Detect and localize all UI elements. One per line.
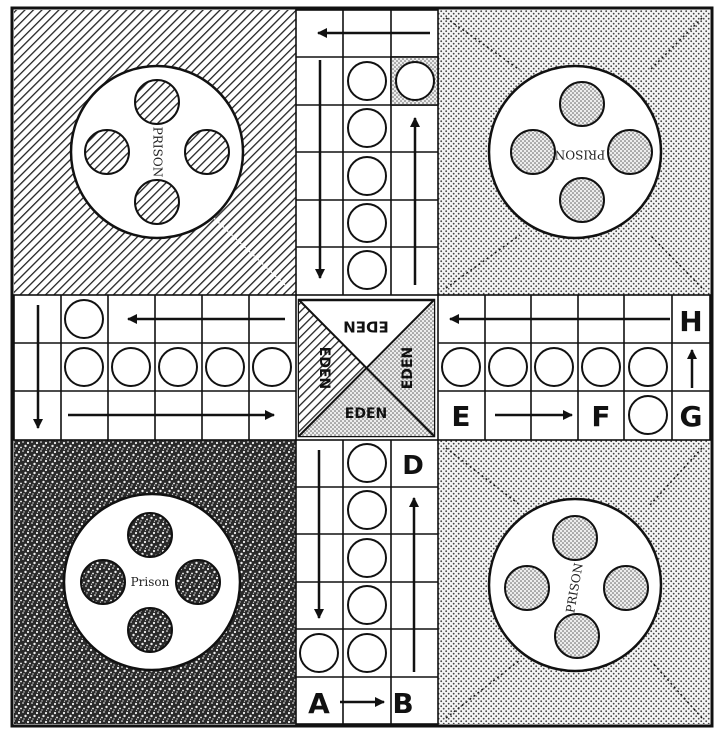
- prison-pocket[interactable]: [135, 80, 179, 124]
- top-right-corner: PRISON: [438, 10, 710, 295]
- track-circle[interactable]: [348, 586, 386, 624]
- space-label-g: G: [680, 400, 703, 433]
- track-circle[interactable]: [535, 348, 573, 386]
- track-circle[interactable]: [348, 251, 386, 289]
- prison-label: Prison: [131, 575, 170, 589]
- eden-label-top: EDEN: [343, 318, 389, 336]
- bottom-left-corner: Prison: [14, 440, 296, 724]
- prison-pocket[interactable]: [505, 566, 549, 610]
- track-circle[interactable]: [348, 539, 386, 577]
- track-circle[interactable]: [348, 491, 386, 529]
- prison-pocket[interactable]: [553, 516, 597, 560]
- eden-label-right: EDEN: [400, 347, 416, 389]
- prison-pocket[interactable]: [560, 82, 604, 126]
- track-circle[interactable]: [442, 348, 480, 386]
- prison-label: PRISON: [151, 127, 165, 177]
- track-circle[interactable]: [348, 109, 386, 147]
- space-label-a: A: [308, 687, 330, 720]
- prison-pocket[interactable]: [85, 130, 129, 174]
- prison-pocket[interactable]: [608, 130, 652, 174]
- eden-label-left: EDEN: [316, 347, 332, 389]
- track-circle[interactable]: [396, 62, 434, 100]
- prison-pocket[interactable]: [555, 614, 599, 658]
- track-circle[interactable]: [65, 348, 103, 386]
- track-circle[interactable]: [300, 634, 338, 672]
- prison-pocket[interactable]: [511, 130, 555, 174]
- space-label-d: D: [402, 451, 424, 481]
- eden-center: EDEN EDEN EDEN EDEN: [299, 300, 434, 436]
- track-circle[interactable]: [489, 348, 527, 386]
- track-circle[interactable]: [159, 348, 197, 386]
- prison-pocket[interactable]: [176, 560, 220, 604]
- bottom-right-corner: PRISON: [438, 440, 710, 724]
- track-circle[interactable]: [206, 348, 244, 386]
- prison-pocket[interactable]: [604, 566, 648, 610]
- prison-pocket[interactable]: [81, 560, 125, 604]
- space-label-b: B: [392, 687, 413, 720]
- eden-label-bottom: EDEN: [345, 406, 387, 422]
- track-circle[interactable]: [348, 204, 386, 242]
- space-label-f: F: [591, 400, 610, 433]
- prison-pocket[interactable]: [185, 130, 229, 174]
- track-circle[interactable]: [629, 396, 667, 434]
- track-circle[interactable]: [253, 348, 291, 386]
- prison-label: PRISON: [555, 148, 605, 162]
- prison-pocket[interactable]: [560, 178, 604, 222]
- track-circle[interactable]: [348, 157, 386, 195]
- space-label-h: H: [679, 305, 702, 338]
- prison-pocket[interactable]: [128, 608, 172, 652]
- track-circle[interactable]: [65, 300, 103, 338]
- track-circle[interactable]: [582, 348, 620, 386]
- top-left-corner: PRISON: [14, 10, 296, 295]
- track-circle[interactable]: [348, 62, 386, 100]
- track-circle[interactable]: [348, 444, 386, 482]
- prison-pocket[interactable]: [128, 513, 172, 557]
- track-circle[interactable]: [348, 634, 386, 672]
- space-label-e: E: [451, 400, 470, 433]
- track-circle[interactable]: [629, 348, 667, 386]
- track-circle[interactable]: [112, 348, 150, 386]
- prison-pocket[interactable]: [135, 180, 179, 224]
